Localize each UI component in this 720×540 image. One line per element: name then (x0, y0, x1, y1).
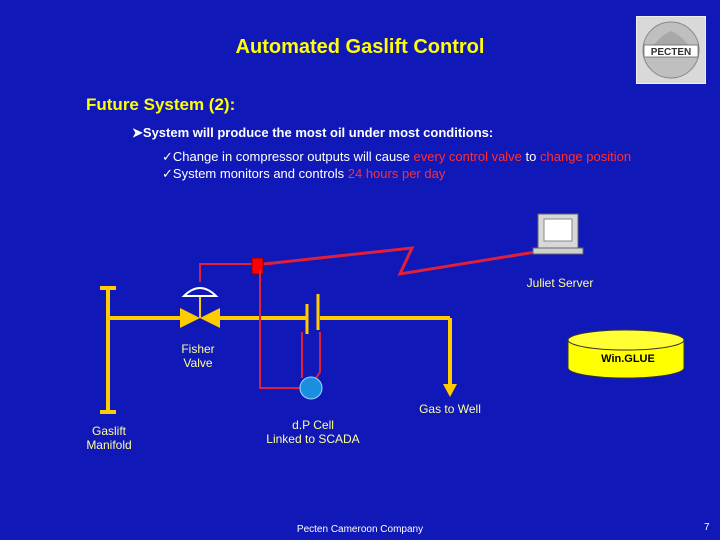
gaslift-label-line1: Gaslift (91, 424, 126, 438)
check-1-highlight-b: change position (540, 149, 632, 164)
signal-rtu-to-server (263, 246, 561, 276)
fisher-valve-body-left (180, 308, 200, 328)
gaslift-manifold-label: Gaslift Manifold (70, 424, 148, 452)
check-2-highlight: 24 hours per day (347, 166, 446, 181)
dp-cell-label: d.P Cell Linked to SCADA (250, 418, 376, 446)
computer-screen (543, 218, 573, 242)
logo-text: PECTEN (651, 47, 692, 58)
main-bullet: ➤System will produce the most oil under … (132, 125, 493, 141)
check-item-2: ✓System monitors and controls 24 hours p… (162, 166, 445, 182)
computer-base (532, 247, 584, 255)
pecten-logo: PECTEN (636, 16, 706, 84)
dp-impulse-line-right (315, 332, 321, 379)
gas-to-well-label: Gas to Well (419, 402, 481, 416)
checkmark-icon: ✓ (162, 166, 173, 181)
check-1-text-b: to (521, 149, 540, 164)
dp-label-line2: Linked to SCADA (266, 432, 360, 446)
pecten-logo-icon: PECTEN (642, 21, 700, 79)
fisher-label-line2: Valve (183, 356, 213, 370)
slide-title: Automated Gaslift Control (235, 36, 485, 58)
winglue-label: Win.GLUE (601, 353, 655, 365)
checkmark-icon: ✓ (162, 149, 173, 164)
rtu-box (251, 257, 264, 275)
page-number: 7 (704, 522, 710, 533)
dp-cell-icon (299, 376, 323, 400)
fisher-valve-actuator (181, 287, 219, 297)
main-bullet-text: System will produce the most oil under m… (142, 125, 494, 140)
juliet-server-label: Juliet Server (526, 276, 594, 290)
check-2-text: System monitors and controls (172, 166, 348, 181)
dp-label-line1: d.P Cell (292, 418, 334, 432)
gas-to-well-arrow (443, 384, 457, 397)
winglue-database-icon (567, 340, 685, 379)
section-subtitle: Future System (2): (86, 95, 236, 114)
gaslift-label-line2: Manifold (86, 438, 132, 452)
signal-valve-to-rtu (199, 263, 258, 282)
fisher-label-line1: Fisher (181, 342, 215, 356)
signal-rtu-to-dpcell (259, 270, 300, 389)
check-item-1: ✓Change in compressor outputs will cause… (162, 149, 631, 165)
footer-company: Pecten Cameroon Company (296, 524, 424, 535)
arrow-bullet-icon: ➤ (132, 125, 143, 140)
fisher-valve-body-right (200, 308, 220, 328)
check-1-text-a: Change in compressor outputs will cause (172, 149, 414, 164)
fisher-valve-label: Fisher Valve (168, 342, 228, 370)
check-1-highlight-a: every control valve (413, 149, 522, 164)
